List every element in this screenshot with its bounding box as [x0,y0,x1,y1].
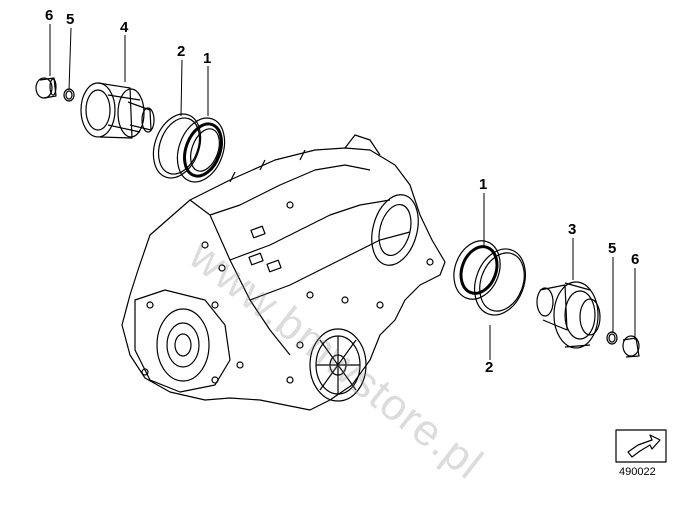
callout-4: 4 [120,19,129,36]
callout-6-left: 6 [45,7,54,24]
output-flange-right [536,281,601,349]
ring-left [63,88,75,102]
ring-right-small [606,331,618,345]
ring-right [474,248,526,316]
output-flange [80,82,155,139]
plug-left [35,77,57,99]
leader-lines [49,24,636,360]
callout-5-left: 5 [66,11,75,28]
callout-5-right: 5 [608,240,617,257]
callout-2-top: 2 [177,43,186,60]
front-flange [134,289,231,393]
diagram-drawing [35,24,667,463]
parts-diagram: www.bmwstore.pl 6 5 4 2 1 1 3 5 6 2 4900… [35,7,667,489]
callout-2-bottom: 2 [485,359,494,376]
bolts [201,201,434,384]
gearbox-housing [121,134,446,411]
plug-right [622,335,640,358]
ring-top [152,113,202,179]
seal-top [176,117,226,183]
pulley [309,328,367,402]
callout-6-right: 6 [631,251,640,268]
callout-1-right: 1 [479,176,488,193]
diagram-id: 490022 [619,466,656,478]
seal-right [453,240,501,300]
callout-3: 3 [568,221,577,238]
arrow-icon [615,429,667,463]
callout-1-top: 1 [203,50,212,67]
